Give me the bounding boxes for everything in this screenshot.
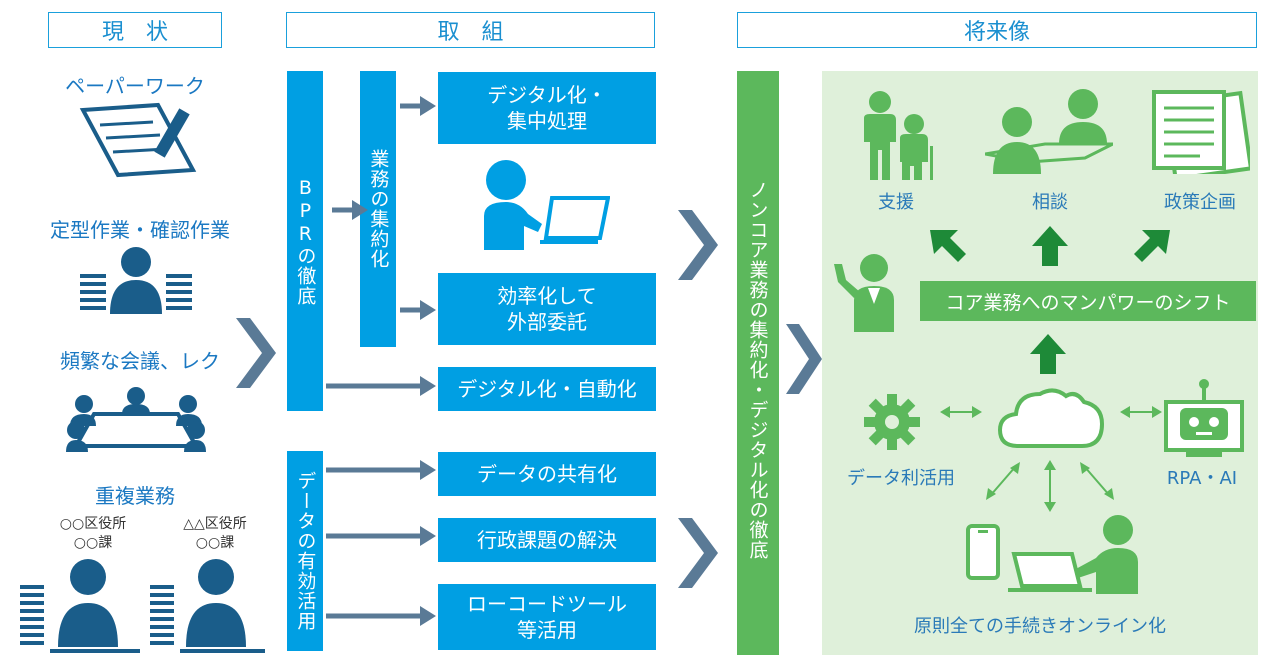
up-arrow-icon [1030,334,1066,374]
bpr-bar: BPRの徹底 [287,71,323,411]
support-icon [864,91,933,180]
label-routine: 定型作業・確認作業 [50,218,230,242]
chevron-right-icon-2 [678,210,718,280]
label-consult: 相談 [1032,192,1068,213]
label-office-b: △△区役所 [183,516,247,532]
header-future: 将来像 [737,12,1257,48]
shift-box: コア業務へのマンパワーのシフト [920,281,1256,321]
label-duplicate: 重複業務 [95,484,175,508]
online-user-icon [1008,515,1138,594]
chevron-right-icon-3 [678,518,718,588]
arrow-icons-initiatives [326,96,436,626]
up-arrows-icon [930,226,1170,266]
gear-icon [864,394,920,450]
document-icon [1152,90,1250,174]
label-section-b: ○○課 [195,535,235,551]
box-lowcode: ローコードツール 等活用 [438,584,656,650]
smartphone-icon [966,524,1000,580]
label-online: 原則全ての手続きオンライン化 [914,616,1166,637]
box-digital-central: デジタル化・ 集中処理 [438,72,656,144]
label-section-a: ○○課 [73,535,113,551]
double-arrows-icon [940,406,1162,512]
label-data-util: データ利活用 [847,468,955,489]
data-use-bar: データの有効活用 [287,451,323,651]
presenter-icon [834,254,894,332]
noncore-bar: ノンコア業務の集約化・デジタル化の徹底 [737,71,779,655]
consult-icon [985,89,1113,174]
chevron-right-icon-4 [786,324,822,394]
header-current: 現 状 [48,12,222,48]
header-initiatives: 取 組 [286,12,655,48]
meeting-icon [66,387,206,452]
label-rpa: RPA・AI [1166,468,1238,489]
label-meetings: 頻繁な会議、レク [60,349,220,373]
cloud-icon [997,388,1105,448]
label-office-a: ○○区役所 [59,516,127,532]
box-digital-auto: デジタル化・自動化 [438,367,656,411]
paperwork-icon [79,102,197,178]
label-support: 支援 [878,192,914,213]
label-planning: 政策企画 [1164,192,1236,213]
pc-user-icon [484,160,610,250]
routine-worker-icon [80,247,192,314]
box-efficiency: 効率化して 外部委託 [438,273,656,345]
box-policy: 行政課題の解決 [438,518,656,562]
label-paperwork: ペーパーワーク [65,74,205,98]
box-data-share: データの共有化 [438,452,656,496]
robot-icon [1164,379,1244,457]
chevron-right-icon [236,318,276,388]
duplicate-workers-icon [20,559,265,653]
